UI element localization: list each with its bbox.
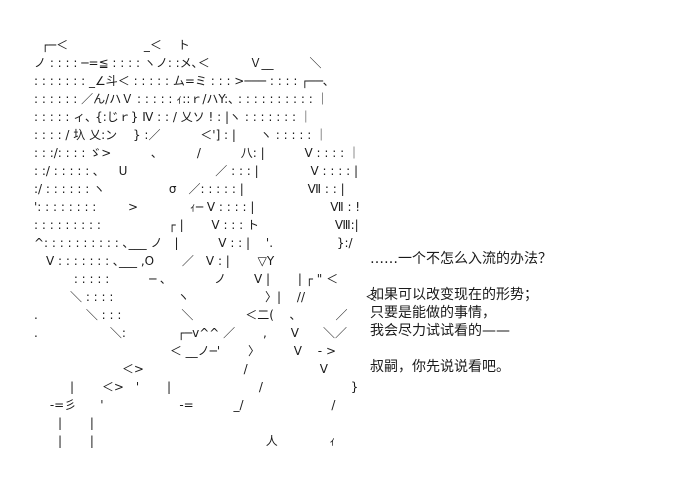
aa-line: : : :/: : : : ゞ> ､ / 八: | V : : : : ｜ xyxy=(34,146,360,160)
aa-line: ＼ : : : : ヽ 〉| // ＜ xyxy=(34,290,378,304)
aa-line: ': : : : : : : : > ｨ─ V : : : : | Ⅶ : ! xyxy=(34,200,361,214)
aa-line: : : : : / 圦 乂:ン } :／ ＜'] : | ヽ : : : : :… xyxy=(34,128,328,142)
aa-line: :/ : : : : : : ヽ σ ／: : : : : | Ⅶ : : | xyxy=(34,182,345,196)
aa-line: . ＼ : : : ＼ ＜二( ､ ／ xyxy=(34,308,348,322)
dialogue-text: ……一个不怎么入流的办法？ 如果可以改变现在的形势； 只要是能做的事情， 我会尽… xyxy=(370,250,552,376)
aa-line: | ＜> ' | / } xyxy=(34,380,359,394)
aa-line: -=彡 ' -= _/ / xyxy=(34,398,336,412)
aa-line: ＜ __ノ─' 〉 V - > xyxy=(34,344,337,358)
dialogue-line: 如果可以改变现在的形势； xyxy=(370,287,538,303)
aa-line: : : : : : : : _∠斗＜ : : : : : ム=ミ : : : >… xyxy=(34,74,329,88)
dialogue-line-question: ……一个不怎么入流的办法？ xyxy=(370,251,552,267)
dialogue-spacer xyxy=(370,340,552,358)
aa-line: : : : : : : ／ん/ハＶ : : : : : ｨ::ｒ/ハY:､ : … xyxy=(34,92,329,106)
dialogue-line: 只要是能做的事情， xyxy=(370,305,496,321)
aa-line: : : : : : ─ ､ ノ V | | ┌ " ＜ xyxy=(34,272,339,286)
aa-line: : : : : : : : : : ┌ | V : : : ト Ⅷ:| xyxy=(34,218,359,232)
aa-line: . ＼: ┌─v^^ ／ , V ＼／ xyxy=(34,326,347,340)
aa-line: ＜> / V xyxy=(34,362,328,376)
aa-line: V : : : : : : : ､___ ,O ／ V : | ▽Y xyxy=(34,254,275,268)
aa-line: : : : : : ィ､ {:じｒ} Ⅳ : : / 乂ソ ! : |ヽ : :… xyxy=(34,110,312,124)
aa-line: : :/ : : : : : ､ U ／ : : : | V : : : : | xyxy=(34,164,359,178)
dialogue-line: 我会尽力试试看的—— xyxy=(370,323,510,339)
dialogue-line: 叔嗣，你先说说看吧。 xyxy=(370,359,510,375)
dialogue-spacer xyxy=(370,268,552,286)
aa-line: ノ : : : : ─=≦ : : : : ヽノ: :メ､＜ Ｖ__ ＼ xyxy=(34,56,322,70)
ascii-art-illustration: ┌─＜ _＜ トノ : : : : ─=≦ : : : : ヽノ: :メ､＜ Ｖ… xyxy=(34,36,377,450)
aa-line: | | 人 ｨ xyxy=(34,434,336,448)
aa-line: ┌─＜ _＜ ト xyxy=(34,38,190,52)
aa-line: ^: : : : : : : : : : ､___ ノ | V : : | '.… xyxy=(34,236,353,250)
aa-line: | | xyxy=(34,416,94,430)
